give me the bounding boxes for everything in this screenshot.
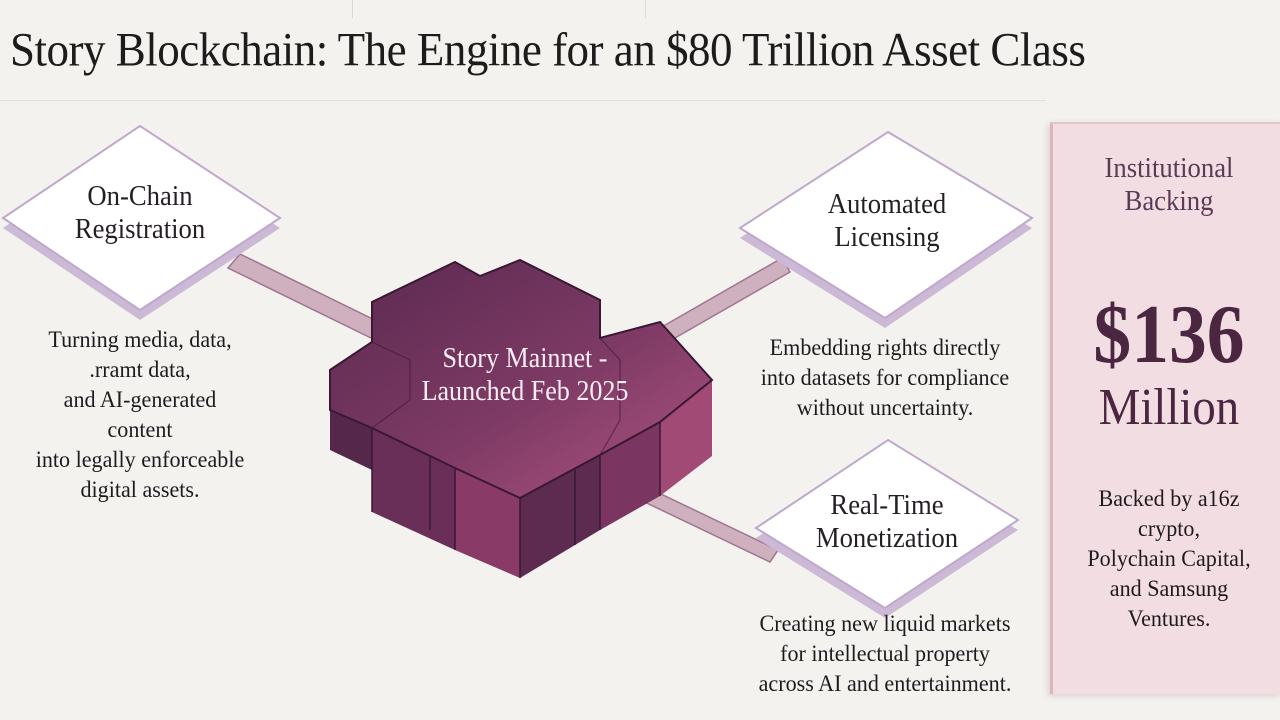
licensing-description: Embedding rights directly into datasets … xyxy=(739,333,1030,423)
description-line: for intellectual property xyxy=(780,641,990,667)
backers-note-line: Backed by a16z xyxy=(1098,486,1240,512)
backers-note-line: Polychain Capital, xyxy=(1087,546,1251,572)
node-registration-line: Registration xyxy=(74,213,206,245)
description-line: into datasets for compliance xyxy=(760,365,1010,391)
description-line: Embedding rights directly xyxy=(769,335,1001,361)
node-monetization-line: Monetization xyxy=(815,522,959,554)
backers-note-line: and Samsung xyxy=(1109,576,1229,602)
node-registration-label: On-Chain Registration xyxy=(39,180,241,246)
grid-line xyxy=(645,0,646,18)
panel-title-line: Backing xyxy=(1124,185,1214,217)
description-line: .rramt data, xyxy=(89,357,191,383)
panel-title: Institutional Backing xyxy=(1062,152,1275,218)
node-monetization-shape xyxy=(754,438,1020,618)
page-title: Story Blockchain: The Engine for an $80 … xyxy=(10,23,1086,77)
panel-title-line: Institutional xyxy=(1104,152,1234,184)
funding-unit: Million xyxy=(1098,379,1240,436)
core-block xyxy=(329,258,714,578)
connector-licensing xyxy=(658,256,792,344)
node-registration-shape xyxy=(1,124,282,320)
description-line: across AI and entertainment. xyxy=(758,671,1012,697)
description-line: Creating new liquid markets xyxy=(759,611,1011,637)
grid-line xyxy=(352,0,353,18)
node-licensing-line: Automated xyxy=(827,188,947,220)
title-divider xyxy=(0,100,1046,101)
description-line: digital assets. xyxy=(80,477,200,503)
backers-note-line: Ventures. xyxy=(1127,606,1211,632)
funding-amount: $136 Million xyxy=(1065,292,1274,438)
node-registration-line: On-Chain xyxy=(87,180,193,212)
core-label-line: Launched Feb 2025 xyxy=(421,376,629,407)
backers-note: Backed by a16z crypto, Polychain Capital… xyxy=(1060,484,1278,634)
core-label-line: Story Mainnet - xyxy=(442,343,608,374)
node-licensing-shape xyxy=(738,130,1034,328)
description-line: Turning media, data, xyxy=(48,327,232,353)
node-monetization-label: Real-Time Monetization xyxy=(786,489,988,555)
funding-value: $136 xyxy=(1093,288,1245,381)
backers-note-line: crypto, xyxy=(1138,516,1200,542)
description-line: into legally enforceable xyxy=(35,447,245,473)
description-line: content xyxy=(107,417,173,443)
node-licensing-label: Automated Licensing xyxy=(786,188,988,254)
description-line: without uncertainty. xyxy=(796,395,974,421)
registration-description: Turning media, data, .rramt data, and AI… xyxy=(8,325,271,505)
description-line: and AI-generated xyxy=(63,387,217,413)
node-monetization-line: Real-Time xyxy=(830,489,944,521)
core-label: Story Mainnet - Launched Feb 2025 xyxy=(399,342,650,408)
node-licensing-line: Licensing xyxy=(834,221,940,253)
institutional-backing-panel: Institutional Backing $136 Million Backe… xyxy=(1050,122,1280,694)
monetization-description: Creating new liquid markets for intellec… xyxy=(739,609,1030,699)
